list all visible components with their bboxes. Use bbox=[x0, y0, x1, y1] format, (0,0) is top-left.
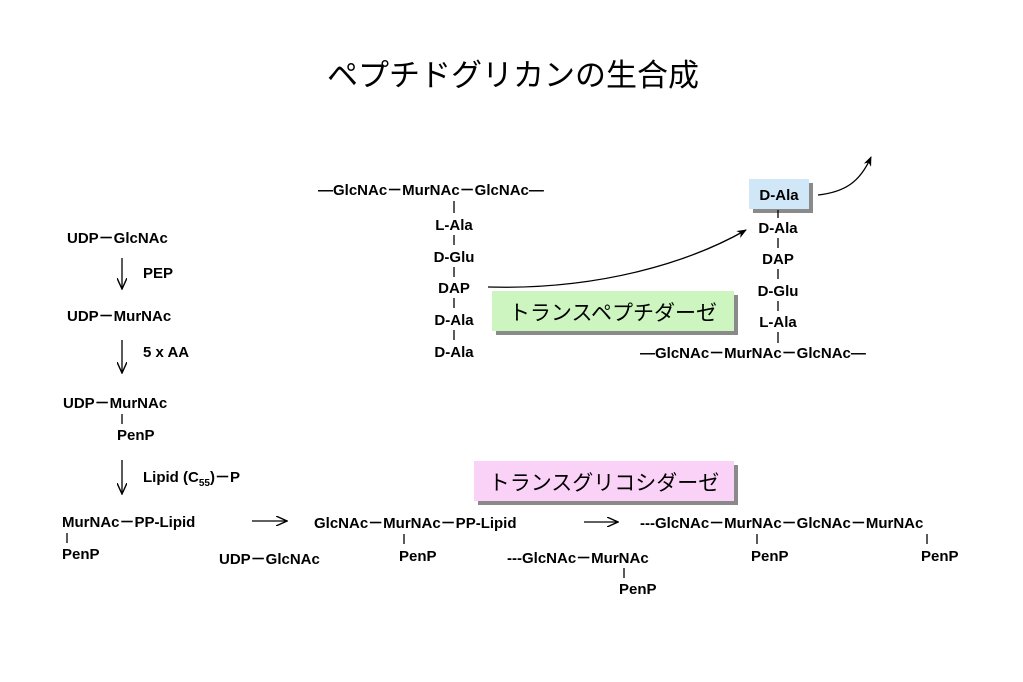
penp-label: PenP bbox=[62, 546, 100, 563]
penp-label: PenP bbox=[751, 548, 789, 565]
strand1-residue-l-ala: L-Ala bbox=[435, 217, 473, 234]
udp-murnac-2-label: UDP－MurNAc bbox=[63, 395, 167, 412]
udp-glcnac-label: UDP－GlcNAc bbox=[67, 230, 168, 247]
udp-murnac-label: UDP－MurNAc bbox=[67, 308, 171, 325]
strand2-residue-d-ala: D-Ala bbox=[758, 220, 798, 237]
strand1-glycan-chain: —GlcNAc－MurNAc－GlcNAc— bbox=[318, 182, 544, 199]
penp-label: PenP bbox=[117, 427, 155, 444]
udp-glcnac-byproduct-label: UDP－GlcNAc bbox=[219, 551, 320, 568]
page-title: ペプチドグリカンの生合成 bbox=[327, 58, 699, 94]
five-aa-label: 5 x AA bbox=[143, 344, 189, 361]
strand2-residue-dap: DAP bbox=[762, 251, 794, 268]
strand2-residue-d-glu: D-Glu bbox=[758, 283, 799, 300]
transglycosidase-box bbox=[474, 461, 734, 501]
strand1-residue-dap: DAP bbox=[438, 280, 470, 297]
murnac-pp-lipid-label: MurNAc－PP-Lipid bbox=[62, 514, 195, 531]
crosslink-arrow bbox=[487, 229, 747, 288]
strand2-released-d-ala: D-Ala bbox=[759, 187, 799, 204]
lipid-label: Lipid (C55)－P bbox=[143, 469, 240, 489]
strand1-residue-d-glu: D-Glu bbox=[434, 249, 475, 266]
growing-chain-label: ---GlcNAc－MurNAc－GlcNAc－MurNAc bbox=[640, 515, 923, 532]
release-arrow bbox=[817, 156, 872, 196]
strand1-residue-d-ala-1: D-Ala bbox=[434, 312, 474, 329]
penp-label: PenP bbox=[619, 581, 657, 598]
strand1-residue-d-ala-2: D-Ala bbox=[434, 344, 474, 361]
transpeptidase-box bbox=[492, 291, 734, 331]
lower-chain-label: ---GlcNAc－MurNAc bbox=[507, 550, 649, 567]
d-ala-box bbox=[749, 179, 809, 209]
pep-label: PEP bbox=[143, 265, 173, 282]
transglycosidase-label: トランスグリコシダーゼ bbox=[489, 471, 720, 495]
strand2-residue-l-ala: L-Ala bbox=[759, 314, 797, 331]
strand2-glycan-chain: —GlcNAc－MurNAc－GlcNAc— bbox=[640, 345, 866, 362]
glcnac-murnac-pp-lipid-label: GlcNAc－MurNAc－PP-Lipid bbox=[314, 515, 517, 532]
penp-label: PenP bbox=[399, 548, 437, 565]
penp-label: PenP bbox=[921, 548, 959, 565]
transpeptidase-label: トランスペプチダーゼ bbox=[509, 301, 717, 325]
